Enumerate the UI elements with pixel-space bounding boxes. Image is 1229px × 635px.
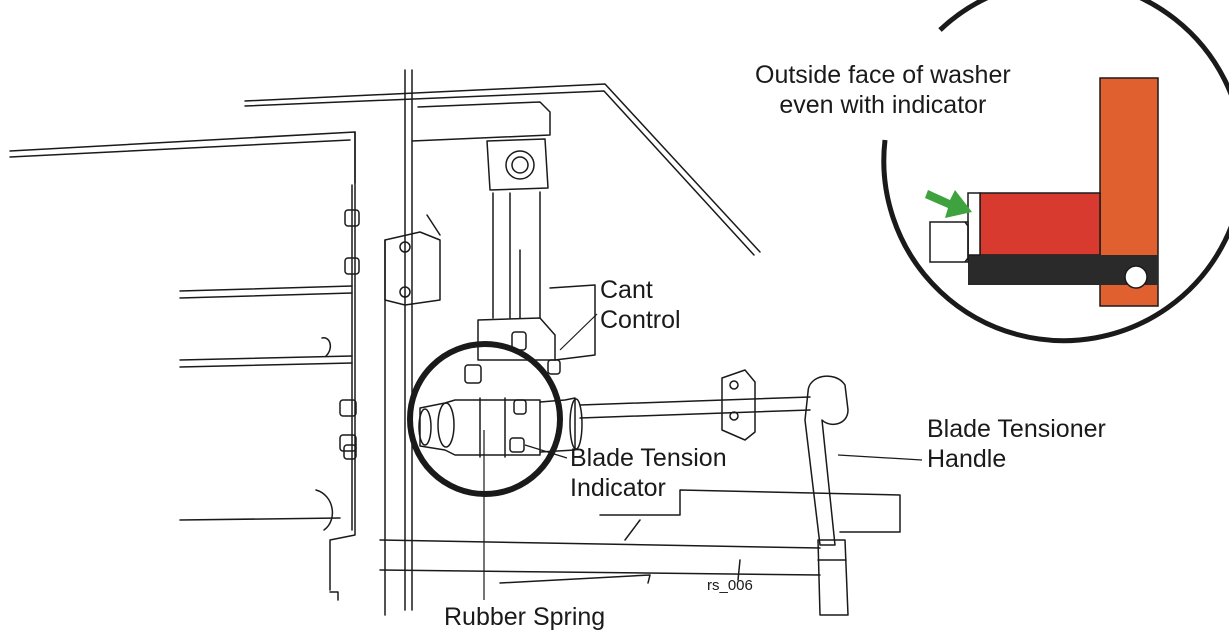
leader-cant-control [559, 313, 598, 351]
leader-blade-tensioner-handle [837, 454, 923, 461]
left-housing [329, 131, 356, 591]
leader-blade-tension-indicator [524, 444, 568, 459]
tensioner-handle [804, 375, 849, 546]
inset-detail-drawing [925, 77, 1159, 307]
inset-note-line2: even with indicator [779, 91, 987, 119]
detail-circle [407, 341, 563, 497]
blade-tension-indicator-label: Blade Tension Indicator [570, 443, 727, 503]
cant-control-bracket [486, 138, 549, 191]
figure-id-label: rs_006 [707, 577, 753, 594]
inset-note-line1: Outside face of washer [755, 61, 1011, 89]
cant-control-label: Cant Control [600, 275, 681, 335]
tension-indicator-body [419, 399, 541, 456]
blade-tension-indicator-line2: Indicator [570, 474, 666, 502]
inset-circle-outline [881, 0, 1229, 344]
rubber-spring-label: Rubber Spring [444, 603, 606, 631]
blade-tension-indicator-line1: Blade Tension [570, 444, 727, 472]
lower-frame [599, 489, 901, 533]
inset-base [968, 255, 1158, 285]
inset-note-label: Outside face of washer even with indicat… [755, 60, 1011, 120]
cant-control-line1: Cant [600, 276, 653, 304]
cant-control-line2: Control [600, 306, 681, 334]
blade-tensioner-handle-line2: Handle [927, 445, 1007, 473]
blade-tensioner-handle-label: Blade Tensioner Handle [927, 414, 1106, 474]
inset-washer-block [979, 192, 1101, 256]
inset-arrow-icon [925, 190, 972, 218]
tensioner-shaft [579, 396, 811, 406]
frame-top-rail [244, 83, 761, 253]
blade-tensioner-handle-line1: Blade Tensioner [927, 415, 1106, 443]
